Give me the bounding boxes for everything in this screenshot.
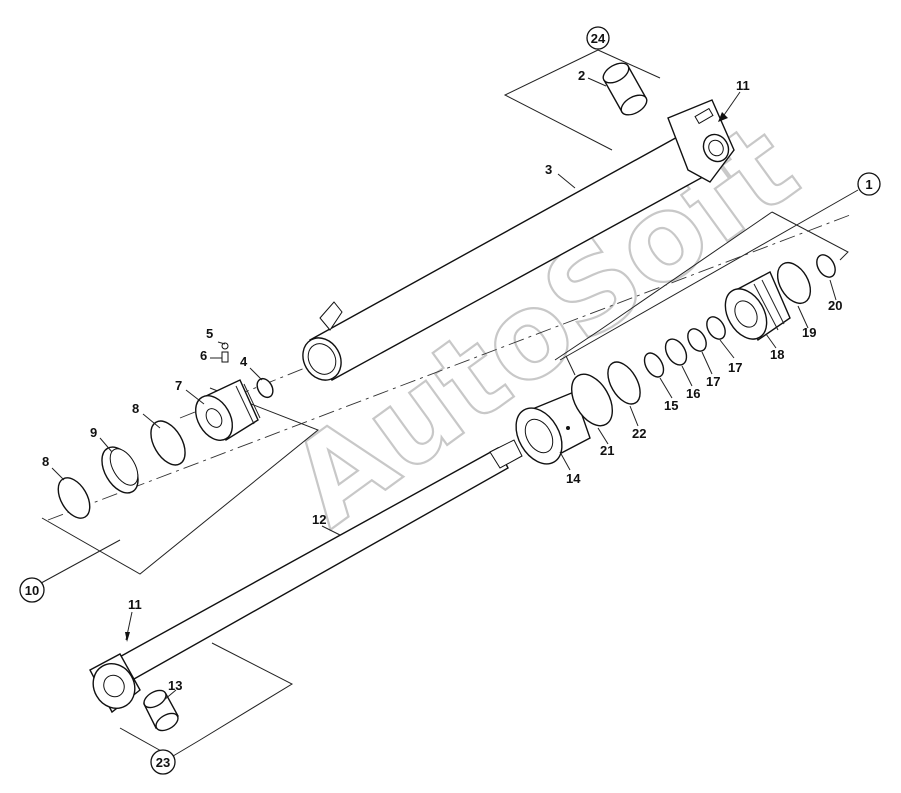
seal-ring-8-upper <box>150 420 186 466</box>
label-18: 18 <box>770 347 784 362</box>
seal-ring-21 <box>570 373 614 427</box>
label-17a: 17 <box>706 374 720 389</box>
callout-24: 24 <box>586 26 610 50</box>
bushing-upper <box>602 62 648 116</box>
label-8-lower: 8 <box>42 454 49 469</box>
callout-10: 10 <box>19 577 45 603</box>
label-19: 19 <box>802 325 816 340</box>
label-14: 14 <box>566 471 581 486</box>
label-12: 12 <box>312 512 326 527</box>
piston-rod <box>89 439 523 714</box>
ring-19 <box>776 262 812 304</box>
callout-23: 23 <box>150 749 176 775</box>
label-21: 21 <box>600 443 614 458</box>
set-screw-6 <box>221 351 229 363</box>
wear-ring-9 <box>101 446 139 494</box>
group-bracket-10 <box>31 387 319 589</box>
cylinder-barrel <box>302 99 735 381</box>
label-2: 2 <box>578 68 585 83</box>
label-8-upper: 8 <box>132 401 139 416</box>
label-16: 16 <box>686 386 700 401</box>
label-13: 13 <box>168 678 182 693</box>
ring-16 <box>664 338 688 366</box>
label-11-lower: 11 <box>128 597 142 612</box>
ball-5 <box>221 342 229 350</box>
label-17b: 17 <box>728 360 742 375</box>
gland-head <box>515 391 591 465</box>
label-20: 20 <box>828 298 842 313</box>
group-bracket-23 <box>119 642 294 763</box>
label-4: 4 <box>240 354 248 369</box>
ring-17b <box>706 316 726 340</box>
label-7: 7 <box>175 378 182 393</box>
svg-text:10: 10 <box>25 583 39 598</box>
leader-lines <box>51 77 837 701</box>
callout-1: 1 <box>857 172 881 196</box>
group-bracket-24 <box>503 49 661 151</box>
ring-20 <box>816 254 836 278</box>
ring-17a <box>687 328 707 352</box>
bushing-lower <box>143 689 179 732</box>
group-bracket-1 <box>554 189 859 361</box>
piston-18 <box>724 271 791 342</box>
label-6: 6 <box>200 348 207 363</box>
label-15: 15 <box>664 398 678 413</box>
svg-text:1: 1 <box>865 177 872 192</box>
label-22: 22 <box>632 426 646 441</box>
seal-ring-22 <box>607 361 641 405</box>
axis-line-upper <box>179 357 331 419</box>
svg-text:24: 24 <box>591 31 606 46</box>
piston-7 <box>194 379 261 442</box>
svg-text:23: 23 <box>156 755 170 770</box>
ring-4 <box>256 377 274 399</box>
label-3: 3 <box>545 162 552 177</box>
ring-15 <box>643 352 665 378</box>
label-5: 5 <box>206 326 213 341</box>
label-9: 9 <box>90 425 97 440</box>
axis-line-lower <box>47 214 851 521</box>
label-11-upper: 11 <box>736 78 750 93</box>
